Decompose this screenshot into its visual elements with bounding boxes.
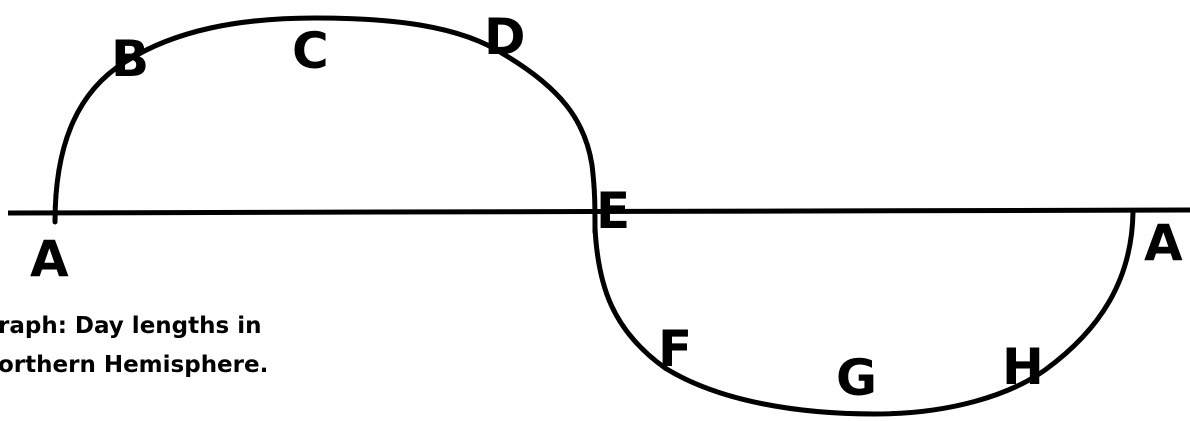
label-d: D xyxy=(484,8,526,66)
baseline xyxy=(7,207,1190,216)
label-h: H xyxy=(1002,338,1044,396)
caption-line-2: orthern Hemisphere. xyxy=(0,352,268,378)
label-a-left: A xyxy=(30,230,69,288)
label-f: F xyxy=(658,320,692,378)
label-b: B xyxy=(111,30,149,88)
caption-line-1: raph: Day lengths in xyxy=(0,313,261,339)
label-a-right: A xyxy=(1144,214,1183,272)
label-c: C xyxy=(292,22,329,80)
label-e: E xyxy=(596,182,630,240)
lower-curve xyxy=(592,209,1136,417)
upper-curve xyxy=(52,15,598,235)
label-g: G xyxy=(836,349,877,407)
